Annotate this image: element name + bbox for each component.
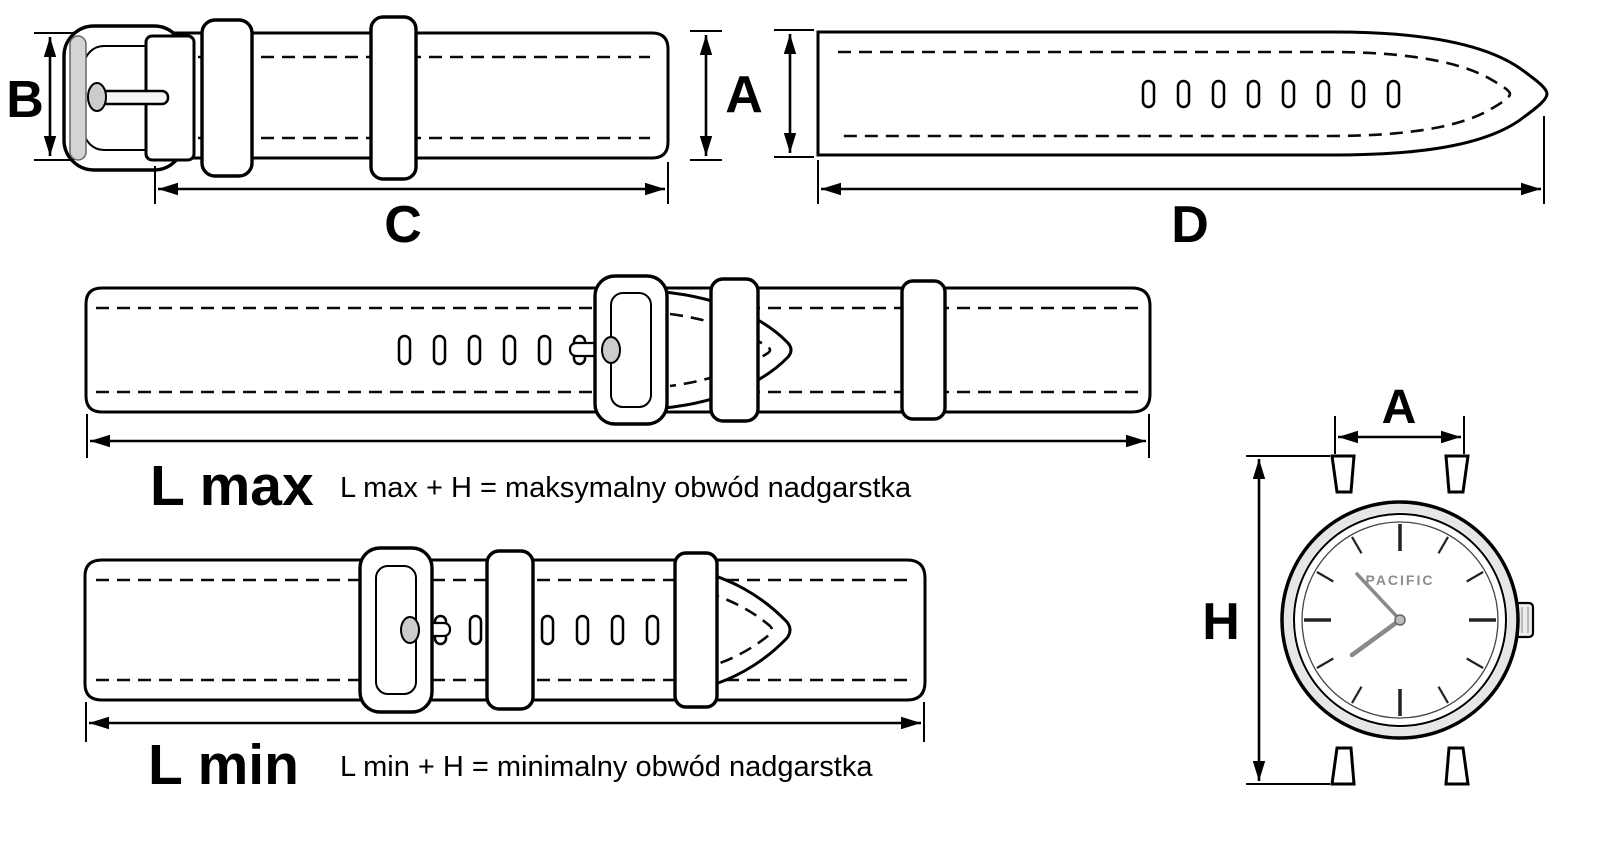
watch-brand-label: PACIFIC bbox=[1366, 572, 1435, 588]
watch-illustration: PACIFIC bbox=[1280, 454, 1535, 786]
dimension-lmin: L min L min + H = minimalny obwód nadgar… bbox=[85, 702, 925, 797]
dimension-watch-h: H bbox=[1202, 455, 1330, 785]
prong-pivot bbox=[601, 336, 621, 364]
prong-pivot bbox=[400, 616, 420, 644]
watch-lugs bbox=[1330, 454, 1470, 786]
dimension-lmax: L max L max + H = maksymalny obwód nadga… bbox=[86, 414, 1150, 518]
watch-hands bbox=[1349, 572, 1406, 658]
watch-a-label: A bbox=[1382, 381, 1417, 434]
strap-assembled-lmax bbox=[84, 274, 1152, 426]
dimension-b-label: B bbox=[6, 71, 44, 129]
keeper-1 bbox=[485, 549, 535, 711]
dimension-d: D bbox=[817, 116, 1545, 254]
keeper-fixed bbox=[200, 18, 254, 178]
strap-tip-piece-top-view bbox=[816, 30, 1549, 157]
dimension-c-label: C bbox=[384, 196, 422, 254]
dimension-d-label: D bbox=[1171, 196, 1209, 254]
keeper-1 bbox=[709, 277, 760, 423]
tip-stitching bbox=[685, 586, 774, 674]
lmin-formula: L min + H = minimalny obwód nadgarstka bbox=[340, 751, 873, 783]
keeper-2 bbox=[900, 279, 947, 421]
buckle-left-bar bbox=[69, 35, 87, 161]
strap-assembled-lmin bbox=[83, 546, 927, 714]
lmax-label: L max bbox=[150, 454, 314, 518]
dimension-a: A bbox=[690, 29, 814, 161]
dimension-c: C bbox=[154, 162, 669, 254]
watch-h-label: H bbox=[1202, 593, 1240, 651]
lmin-label: L min bbox=[148, 733, 299, 797]
tip-stitching bbox=[669, 312, 772, 388]
strap-holes bbox=[1141, 79, 1401, 109]
stitching-outline bbox=[838, 50, 1512, 138]
keeper-2 bbox=[673, 551, 719, 709]
prong-pivot bbox=[87, 82, 107, 112]
dimension-watch-a: A bbox=[1334, 381, 1465, 454]
watch-hour-markers bbox=[1304, 524, 1496, 716]
dimension-b: B bbox=[6, 32, 74, 161]
strap-buckle-piece-top-view bbox=[62, 15, 670, 181]
dimension-a-label: A bbox=[725, 66, 763, 124]
lmax-formula: L max + H = maksymalny obwód nadgarstka bbox=[340, 472, 912, 504]
keeper-loose bbox=[369, 15, 418, 181]
